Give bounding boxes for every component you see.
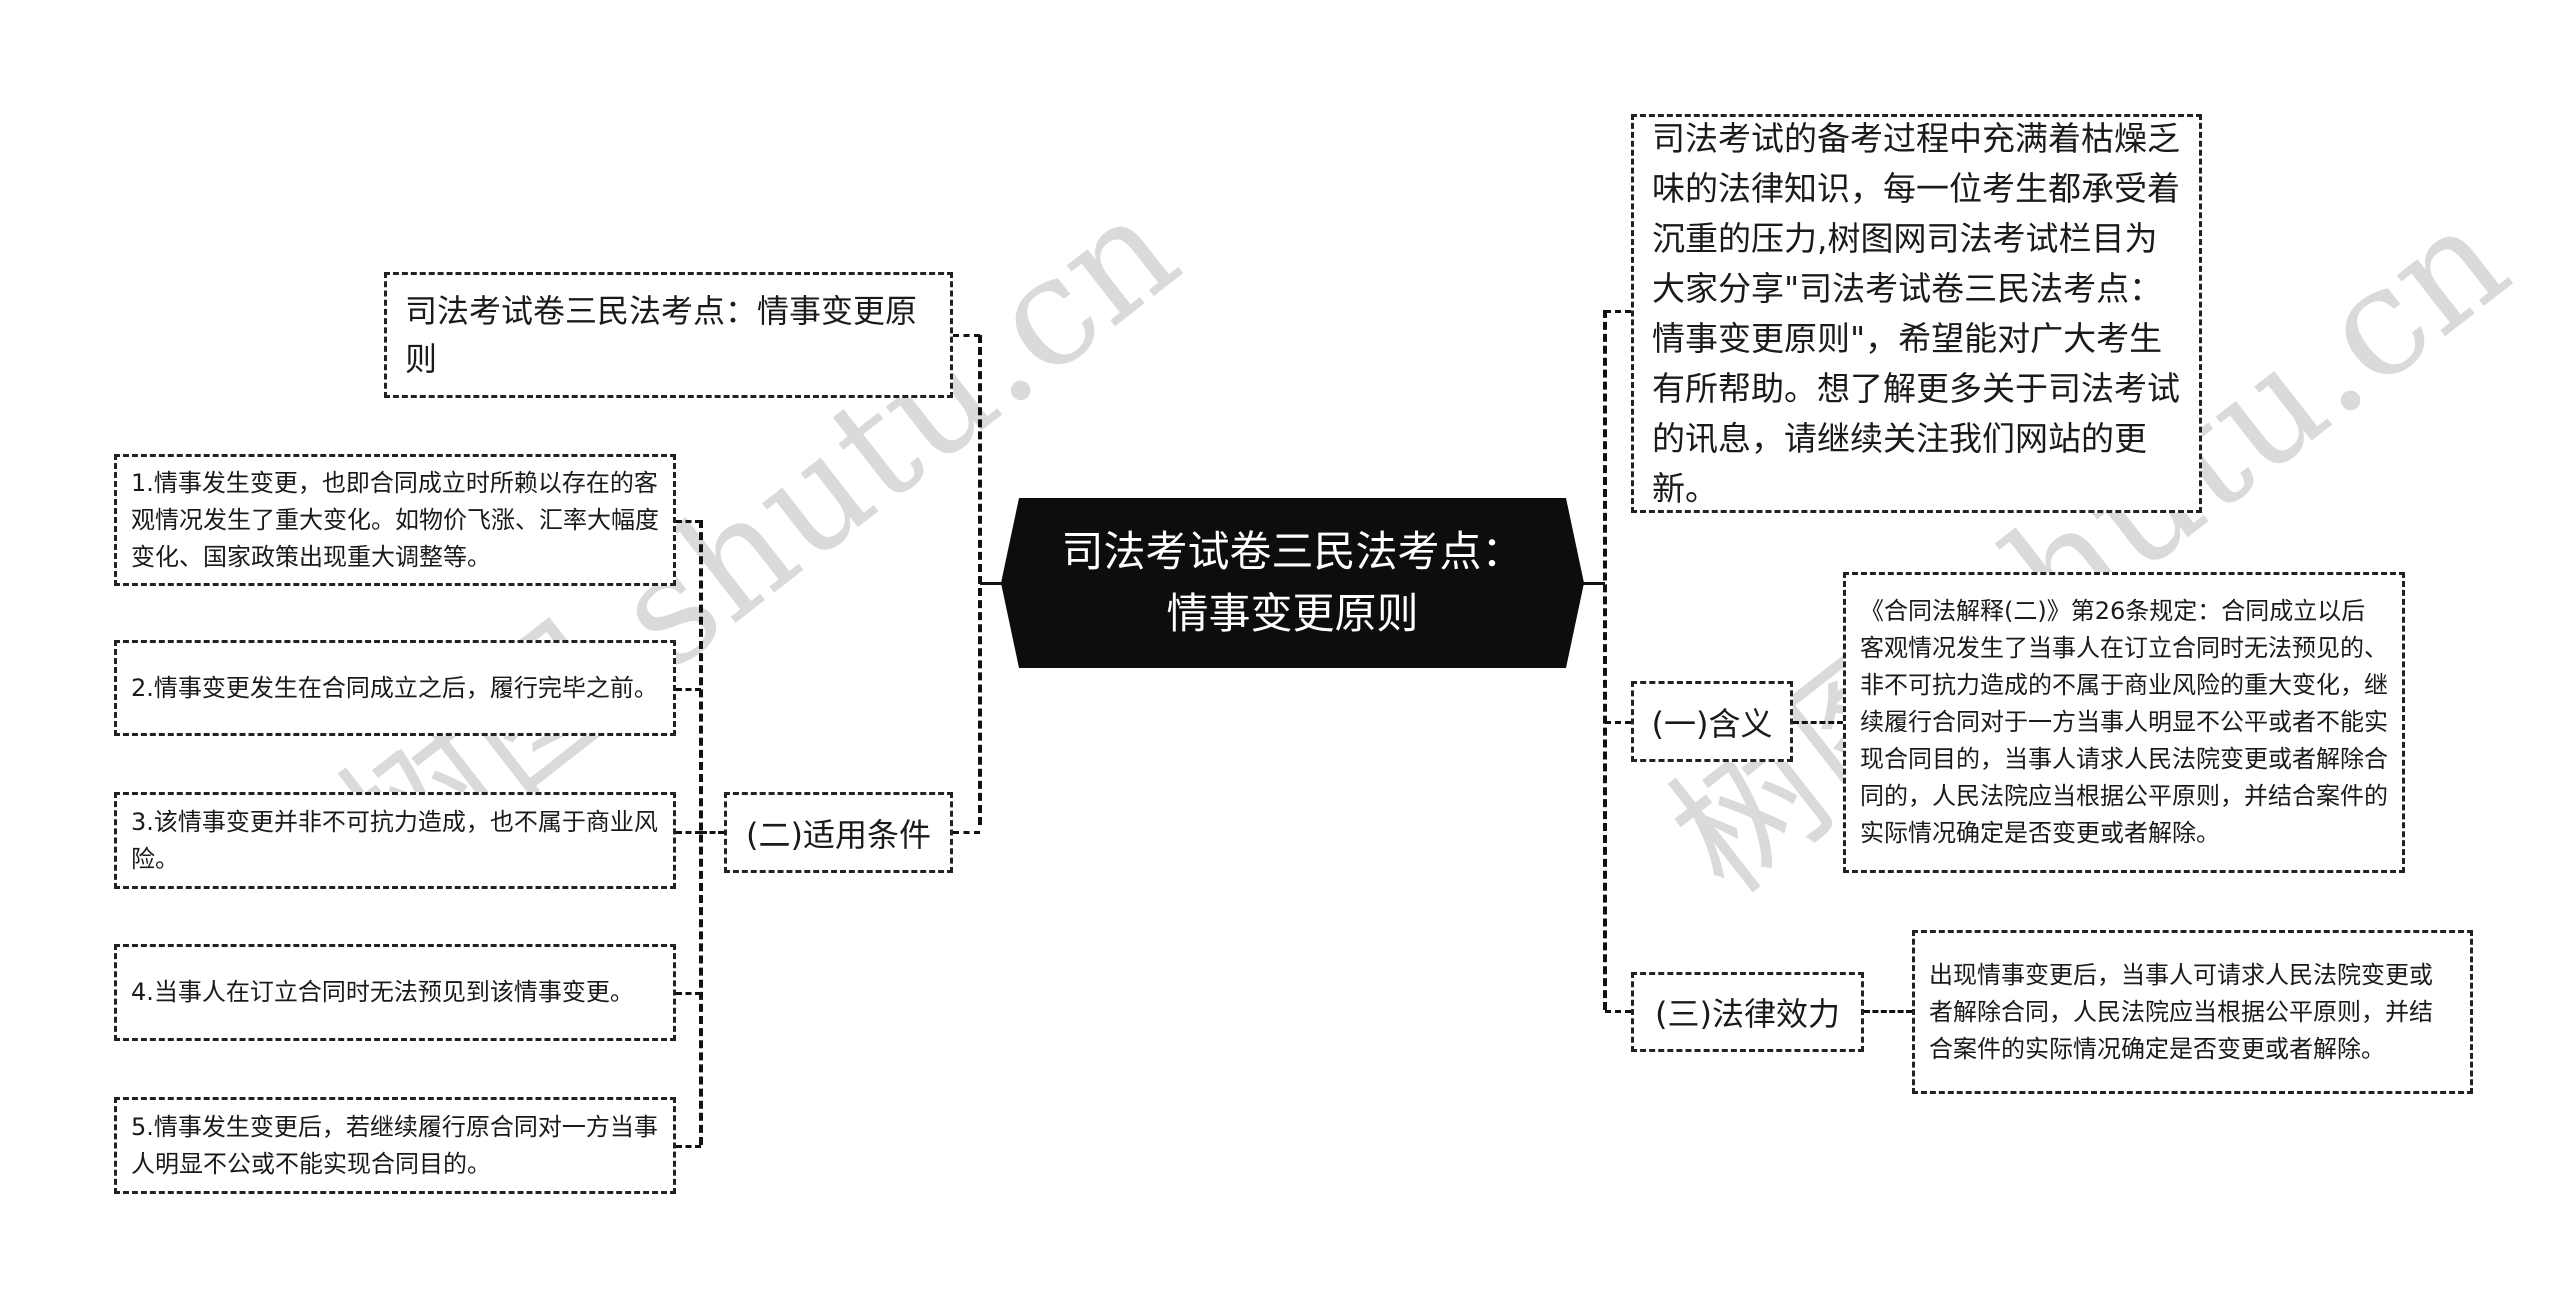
connector-effect-detail bbox=[1864, 1010, 1912, 1013]
condition-item-1[interactable]: 1.情事发生变更，也即合同成立时所赖以存在的客观情况发生了重大变化。如物价飞涨、… bbox=[114, 454, 676, 586]
branch-meaning[interactable]: (一)含义 bbox=[1631, 681, 1793, 762]
condition-item-4[interactable]: 4.当事人在订立合同时无法预见到该情事变更。 bbox=[114, 944, 676, 1041]
branch-conditions[interactable]: (二)适用条件 bbox=[724, 792, 953, 873]
connector-left-title bbox=[953, 334, 980, 337]
condition-item-2-text: 2.情事变更发生在合同成立之后，履行完毕之前。 bbox=[131, 673, 658, 702]
connector-item-5 bbox=[676, 1145, 701, 1148]
condition-item-5[interactable]: 5.情事发生变更后，若继续履行原合同对一方当事人明显不公或不能实现合同目的。 bbox=[114, 1097, 676, 1194]
connector-left-spine bbox=[978, 335, 982, 825]
condition-item-2[interactable]: 2.情事变更发生在合同成立之后，履行完毕之前。 bbox=[114, 640, 676, 736]
central-topic-line1: 司法考试卷三民法考点： bbox=[1061, 527, 1524, 576]
connector-item-2 bbox=[676, 688, 701, 691]
connector-left-conditions bbox=[953, 831, 980, 834]
left-title-text: 司法考试卷三民法考点：情事变更原则 bbox=[405, 292, 918, 378]
condition-item-3-text: 3.该情事变更并非不可抗力造成，也不属于商业风险。 bbox=[131, 807, 658, 873]
connector-item-3 bbox=[676, 831, 701, 834]
effect-detail-text: 出现情事变更后，当事人可请求人民法院变更或者解除合同，人民法院应当根据公平原则，… bbox=[1929, 960, 2433, 1063]
intro-node[interactable]: 司法考试的备考过程中充满着枯燥乏味的法律知识，每一位考生都承受着沉重的压力,树图… bbox=[1631, 114, 2202, 513]
connector-central-right bbox=[1581, 582, 1605, 585]
connector-right-spine bbox=[1603, 310, 1607, 1010]
connector-right-intro bbox=[1605, 310, 1631, 313]
branch-conditions-label: (二)适用条件 bbox=[746, 815, 931, 854]
connector-item-1 bbox=[676, 520, 701, 523]
intro-text: 司法考试的备考过程中充满着枯燥乏味的法律知识，每一位考生都承受着沉重的压力,树图… bbox=[1652, 118, 2180, 508]
branch-effect[interactable]: (三)法律效力 bbox=[1631, 972, 1864, 1052]
condition-item-5-text: 5.情事发生变更后，若继续履行原合同对一方当事人明显不公或不能实现合同目的。 bbox=[131, 1112, 658, 1178]
condition-item-4-text: 4.当事人在订立合同时无法预见到该情事变更。 bbox=[131, 978, 634, 1006]
connector-conditions-hub bbox=[701, 831, 724, 834]
effect-detail-node[interactable]: 出现情事变更后，当事人可请求人民法院变更或者解除合同，人民法院应当根据公平原则，… bbox=[1912, 930, 2473, 1094]
meaning-detail-node[interactable]: 《合同法解释(二)》第26条规定：合同成立以后客观情况发生了当事人在订立合同时无… bbox=[1843, 572, 2405, 873]
connector-item-4 bbox=[676, 992, 701, 995]
left-title-node[interactable]: 司法考试卷三民法考点：情事变更原则 bbox=[384, 272, 953, 398]
connector-right-meaning bbox=[1605, 721, 1631, 724]
branch-meaning-label: (一)含义 bbox=[1651, 704, 1773, 743]
condition-item-3[interactable]: 3.该情事变更并非不可抗力造成，也不属于商业风险。 bbox=[114, 792, 676, 889]
central-topic-line2: 情事变更原则 bbox=[1166, 589, 1419, 638]
condition-item-1-text: 1.情事发生变更，也即合同成立时所赖以存在的客观情况发生了重大变化。如物价飞涨、… bbox=[131, 468, 659, 571]
connector-meaning-detail bbox=[1793, 721, 1843, 724]
central-topic-node[interactable]: 司法考试卷三民法考点： 情事变更原则 bbox=[1001, 498, 1584, 668]
branch-effect-label: (三)法律效力 bbox=[1655, 995, 1840, 1033]
meaning-detail-text: 《合同法解释(二)》第26条规定：合同成立以后客观情况发生了当事人在订立合同时无… bbox=[1860, 597, 2388, 847]
connector-central-left bbox=[980, 582, 1004, 585]
hexagon-shape bbox=[1001, 498, 1584, 668]
connector-right-effect bbox=[1605, 1010, 1631, 1013]
